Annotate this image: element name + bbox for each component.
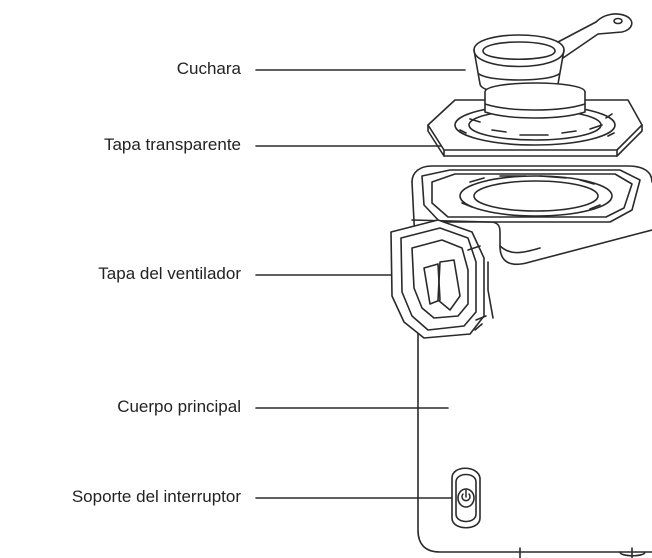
main-body-part xyxy=(411,165,652,558)
transparent-lid-part xyxy=(427,82,643,157)
label-main-body: Cuerpo principal xyxy=(117,397,241,416)
spoon-part xyxy=(473,13,633,95)
label-transparent-lid: Tapa transparente xyxy=(103,135,241,154)
label-switch-holder: Soporte del interruptor xyxy=(71,487,241,506)
label-spoon: Cuchara xyxy=(176,59,241,78)
power-icon xyxy=(461,489,471,502)
switch-holder-part xyxy=(451,467,481,529)
fan-cover-part xyxy=(390,219,487,339)
label-fan-cover: Tapa del ventilador xyxy=(98,264,241,283)
